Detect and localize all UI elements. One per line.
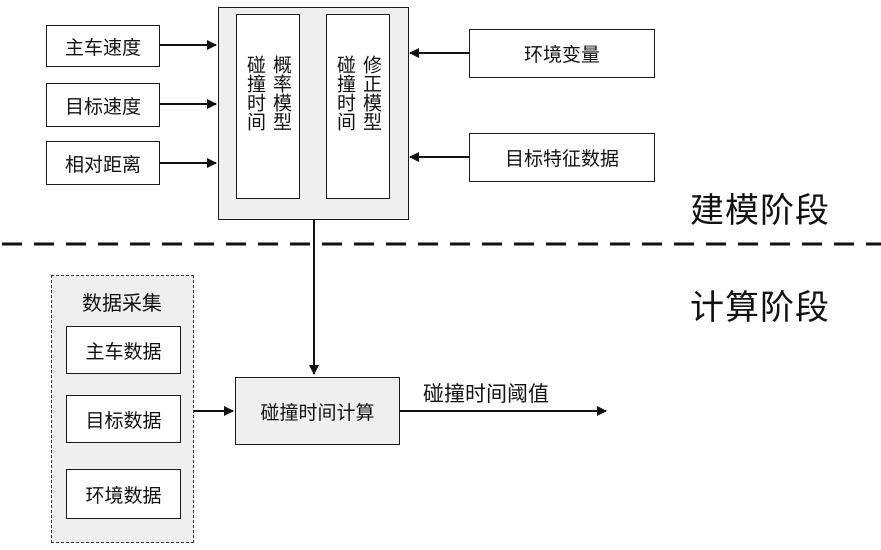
data-environment: 环境数据 (66, 469, 181, 519)
input-relative-distance: 相对距离 (46, 141, 160, 185)
corr-model-box: 碰撞时间 修正模型 (326, 14, 390, 199)
prob-model-col-right: 概率模型 (269, 55, 293, 131)
stage-label-modeling: 建模阶段 (690, 183, 830, 232)
stage-label-computing: 计算阶段 (690, 280, 830, 329)
input-relative-distance-label: 相对距离 (65, 150, 141, 177)
input-target-speed: 目标速度 (46, 83, 160, 127)
data-main-vehicle: 主车数据 (66, 326, 181, 374)
input-main-speed-label: 主车速度 (65, 33, 141, 60)
data-main-vehicle-label: 主车数据 (85, 337, 161, 364)
input-main-speed: 主车速度 (46, 25, 160, 67)
input-target-feature: 目标特征数据 (469, 133, 655, 182)
input-env-variable: 环境变量 (469, 29, 655, 78)
prob-model-col-left: 碰撞时间 (243, 55, 267, 131)
corr-model-col-left: 碰撞时间 (333, 55, 357, 131)
output-threshold-label: 碰撞时间阈值 (423, 378, 549, 408)
data-acquisition-title: 数据采集 (82, 287, 162, 316)
input-target-speed-label: 目标速度 (65, 92, 141, 119)
collision-time-calc-label: 碰撞时间计算 (260, 398, 374, 425)
corr-model-col-right: 修正模型 (359, 55, 383, 131)
input-target-feature-label: 目标特征数据 (505, 144, 619, 171)
input-env-variable-label: 环境变量 (524, 40, 600, 67)
data-environment-label: 环境数据 (85, 481, 161, 508)
collision-time-calc-box: 碰撞时间计算 (235, 377, 400, 445)
data-target: 目标数据 (66, 395, 181, 443)
prob-model-box: 碰撞时间 概率模型 (236, 14, 300, 199)
data-target-label: 目标数据 (85, 406, 161, 433)
